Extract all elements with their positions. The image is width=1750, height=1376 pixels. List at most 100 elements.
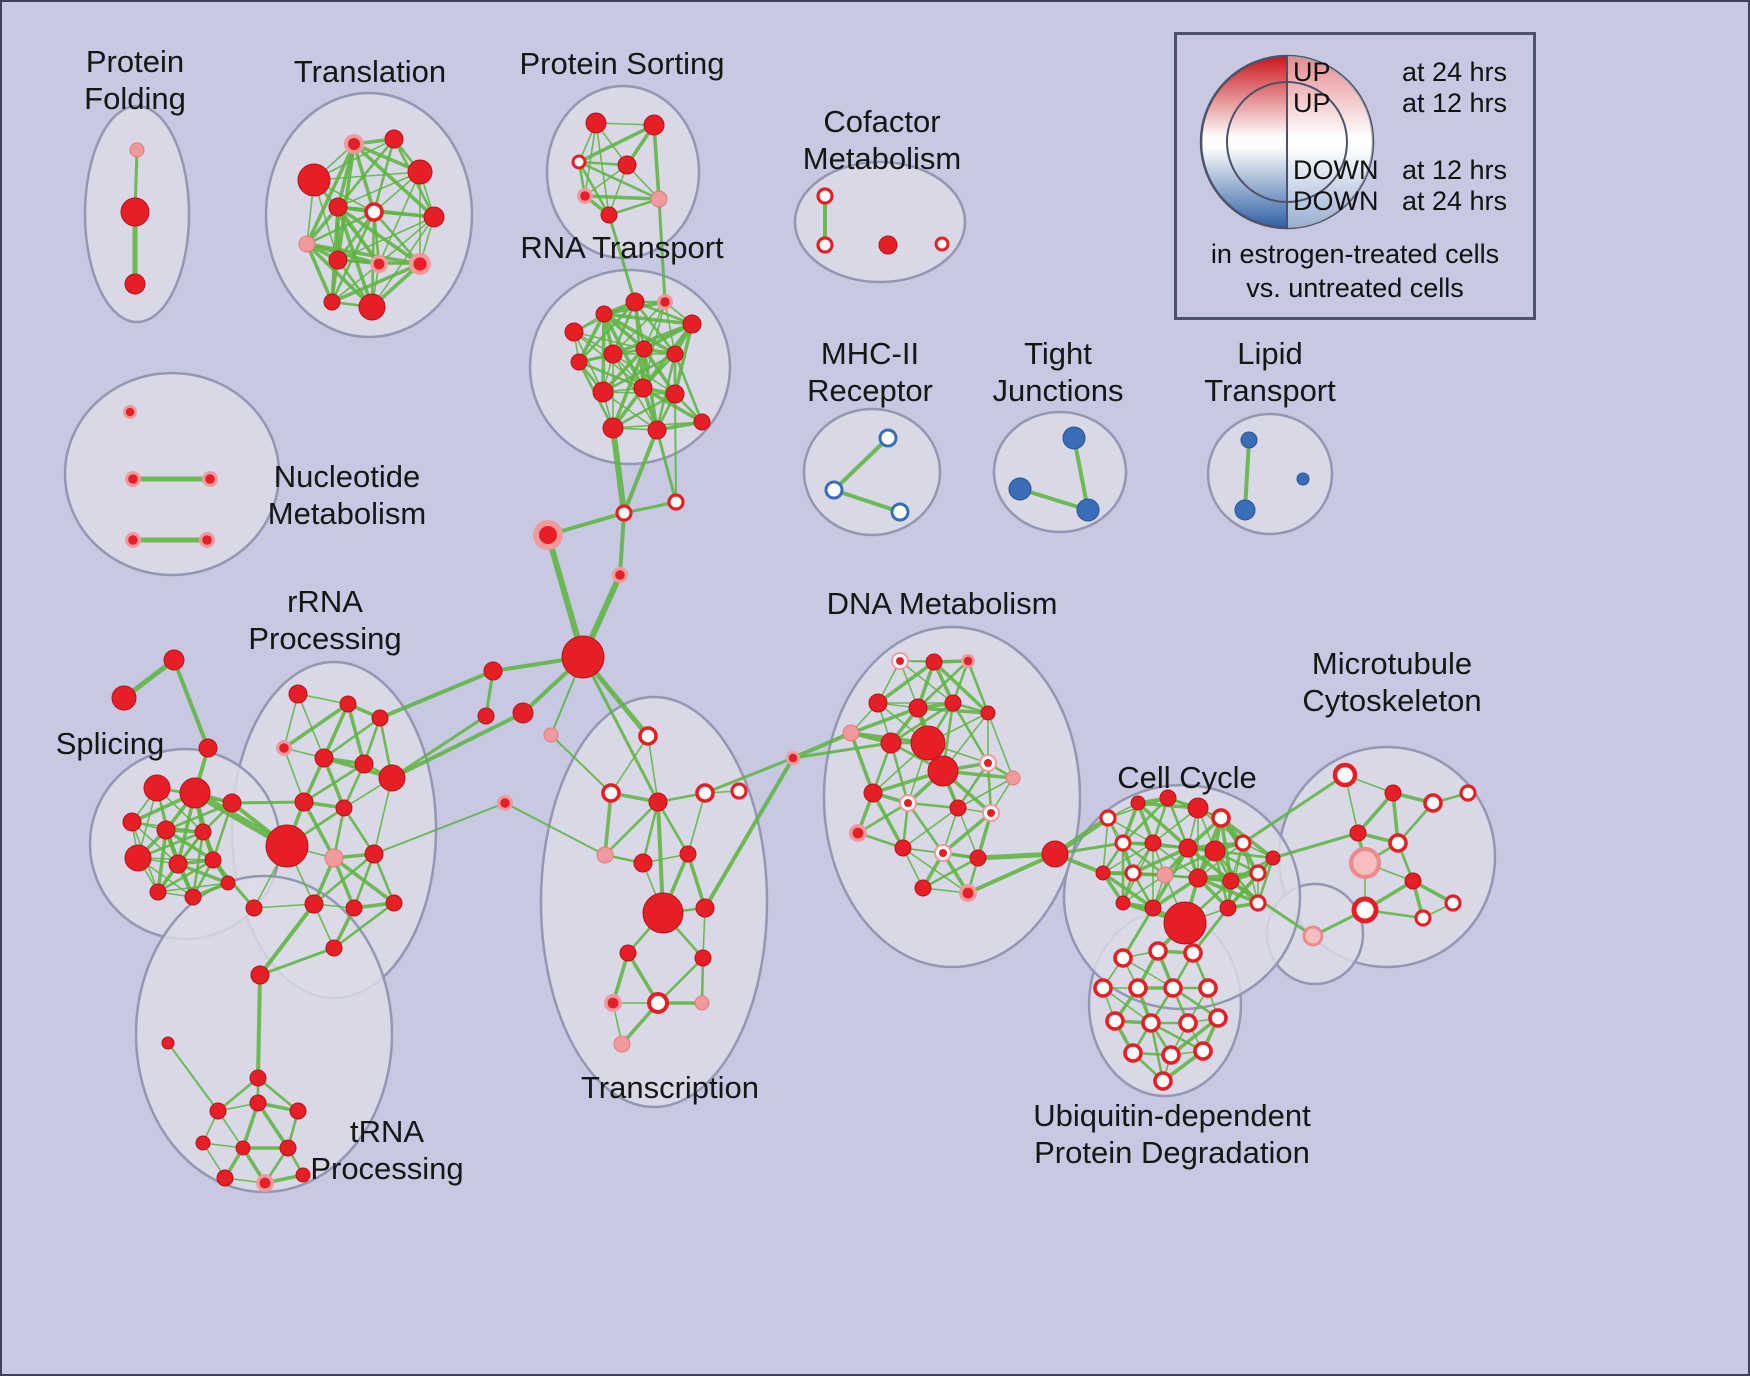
- node-rna_transport-11[interactable]: [665, 384, 685, 404]
- node-rna_transport-10[interactable]: [633, 378, 653, 398]
- node-trna_processing-4[interactable]: [249, 1094, 267, 1112]
- node-rrna_processing-14[interactable]: [385, 894, 403, 912]
- node-mhc_ii_receptor-0[interactable]: [878, 428, 898, 448]
- node-dna_metabolism-6[interactable]: [980, 705, 996, 721]
- node-dna_metabolism-20[interactable]: [969, 849, 987, 867]
- node-rrna_processing-11[interactable]: [364, 844, 384, 864]
- node-tight_junctions-2[interactable]: [1076, 498, 1100, 522]
- node-trna_processing-10[interactable]: [256, 1174, 274, 1192]
- node-translation-7[interactable]: [298, 235, 316, 253]
- node-ubiquitin_degradation-0[interactable]: [1113, 948, 1133, 968]
- node-translation-12[interactable]: [323, 293, 341, 311]
- node-trna_processing-2[interactable]: [249, 1069, 267, 1087]
- node-transcription-14[interactable]: [694, 995, 710, 1011]
- node-microtubule_cytoskeleton-1[interactable]: [1384, 784, 1402, 802]
- node-dna_metabolism-13[interactable]: [863, 783, 883, 803]
- node-ubiquitin_degradation-6[interactable]: [1198, 978, 1218, 998]
- node-rna_transport-7[interactable]: [635, 340, 653, 358]
- node-rna_transport-14[interactable]: [693, 413, 711, 431]
- node-trna_processing-1[interactable]: [161, 1036, 175, 1050]
- node-rrna_processing-13[interactable]: [345, 899, 363, 917]
- node-rrna_processing-4[interactable]: [314, 748, 334, 768]
- node-rna_transport-8[interactable]: [666, 345, 684, 363]
- node-cell_cycle-3[interactable]: [1187, 797, 1209, 819]
- node-free_chain-7[interactable]: [477, 707, 495, 725]
- node-splicing-11[interactable]: [220, 875, 236, 891]
- node-protein_folding-1[interactable]: [120, 197, 150, 227]
- node-dna_metabolism-10[interactable]: [927, 755, 959, 787]
- node-rna_transport-12[interactable]: [602, 417, 624, 439]
- node-transcription-7[interactable]: [679, 845, 697, 863]
- node-cell_cycle-16[interactable]: [1115, 895, 1131, 911]
- node-cell_cycle-4[interactable]: [1211, 808, 1231, 828]
- node-transcription-9[interactable]: [695, 898, 715, 918]
- node-dna_metabolism-18[interactable]: [894, 839, 912, 857]
- node-translation-0[interactable]: [297, 163, 331, 197]
- node-microtubule_cytoskeleton-3[interactable]: [1459, 784, 1477, 802]
- node-translation-5[interactable]: [364, 202, 384, 222]
- node-cofactor_metabolism-2[interactable]: [878, 235, 898, 255]
- node-rna_transport-0[interactable]: [564, 322, 584, 342]
- node-ubiquitin_degradation-4[interactable]: [1128, 978, 1148, 998]
- node-cell_cycle-8[interactable]: [1204, 840, 1226, 862]
- node-rna_transport-2[interactable]: [625, 292, 645, 312]
- node-splicing-10[interactable]: [184, 888, 202, 906]
- node-rrna_processing-10[interactable]: [324, 848, 344, 868]
- node-translation-1[interactable]: [344, 134, 364, 154]
- node-splicing-1[interactable]: [179, 777, 211, 809]
- node-cell_cycle-12[interactable]: [1156, 866, 1174, 884]
- node-transcription-11[interactable]: [694, 949, 712, 967]
- node-dna_metabolism-22[interactable]: [959, 884, 977, 902]
- node-splicing-5[interactable]: [194, 823, 212, 841]
- node-cell_cycle-5[interactable]: [1114, 834, 1132, 852]
- node-ubiquitin_degradation-3[interactable]: [1093, 978, 1113, 998]
- node-rrna_processing-7[interactable]: [294, 792, 314, 812]
- node-cell_cycle-6[interactable]: [1144, 834, 1162, 852]
- node-protein_sorting-5[interactable]: [650, 190, 668, 208]
- node-dna_metabolism-0[interactable]: [891, 652, 909, 670]
- node-protein_folding-0[interactable]: [129, 142, 145, 158]
- node-dna_metabolism-11[interactable]: [979, 754, 997, 772]
- node-cell_cycle-1[interactable]: [1130, 795, 1146, 811]
- node-transcription-15[interactable]: [613, 1035, 631, 1053]
- node-transcription-12[interactable]: [604, 994, 622, 1012]
- node-protein_sorting-4[interactable]: [577, 188, 593, 204]
- node-cell_cycle-2[interactable]: [1159, 789, 1177, 807]
- node-free_chain-0[interactable]: [615, 504, 633, 522]
- node-transcription-6[interactable]: [633, 853, 653, 873]
- node-free_chain-6[interactable]: [512, 702, 534, 724]
- node-protein_sorting-3[interactable]: [617, 155, 637, 175]
- node-dna_metabolism-16[interactable]: [982, 804, 1000, 822]
- node-free_chain-2[interactable]: [533, 520, 563, 550]
- node-cofactor_metabolism-0[interactable]: [816, 187, 834, 205]
- node-trna_processing-8[interactable]: [279, 1139, 297, 1157]
- node-free_chain-3[interactable]: [612, 567, 628, 583]
- node-transcription-5[interactable]: [596, 846, 614, 864]
- node-rrna_processing-3[interactable]: [276, 740, 292, 756]
- node-rrna_processing-16[interactable]: [245, 899, 263, 917]
- node-bubble-0[interactable]: [1302, 925, 1324, 947]
- node-ubiquitin_degradation-8[interactable]: [1141, 1013, 1161, 1033]
- node-protein_sorting-0[interactable]: [585, 112, 607, 134]
- node-rrna_processing-6[interactable]: [378, 764, 406, 792]
- node-free_splicing-0[interactable]: [163, 649, 185, 671]
- node-dna_metabolism-2[interactable]: [961, 654, 975, 668]
- node-dna_metabolism-7[interactable]: [842, 724, 860, 742]
- node-translation-4[interactable]: [328, 197, 348, 217]
- node-transcription-8[interactable]: [642, 892, 684, 934]
- node-splicing-2[interactable]: [222, 793, 242, 813]
- node-transcription-13[interactable]: [646, 991, 670, 1015]
- node-rrna_processing-9[interactable]: [265, 824, 309, 868]
- node-microtubule_cytoskeleton-4[interactable]: [1349, 824, 1367, 842]
- node-rrna_processing-15[interactable]: [325, 939, 343, 957]
- node-translation-9[interactable]: [370, 255, 388, 273]
- node-dna_metabolism-17[interactable]: [849, 824, 867, 842]
- node-free_chain-8[interactable]: [543, 727, 559, 743]
- node-rrna_processing-2[interactable]: [371, 709, 389, 727]
- node-rrna_processing-8[interactable]: [335, 799, 353, 817]
- node-microtubule_cytoskeleton-2[interactable]: [1423, 793, 1443, 813]
- node-dna_metabolism-1[interactable]: [925, 653, 943, 671]
- node-free_chain-1[interactable]: [667, 493, 685, 511]
- node-ubiquitin_degradation-11[interactable]: [1123, 1043, 1143, 1063]
- node-dna_metabolism-4[interactable]: [908, 698, 928, 718]
